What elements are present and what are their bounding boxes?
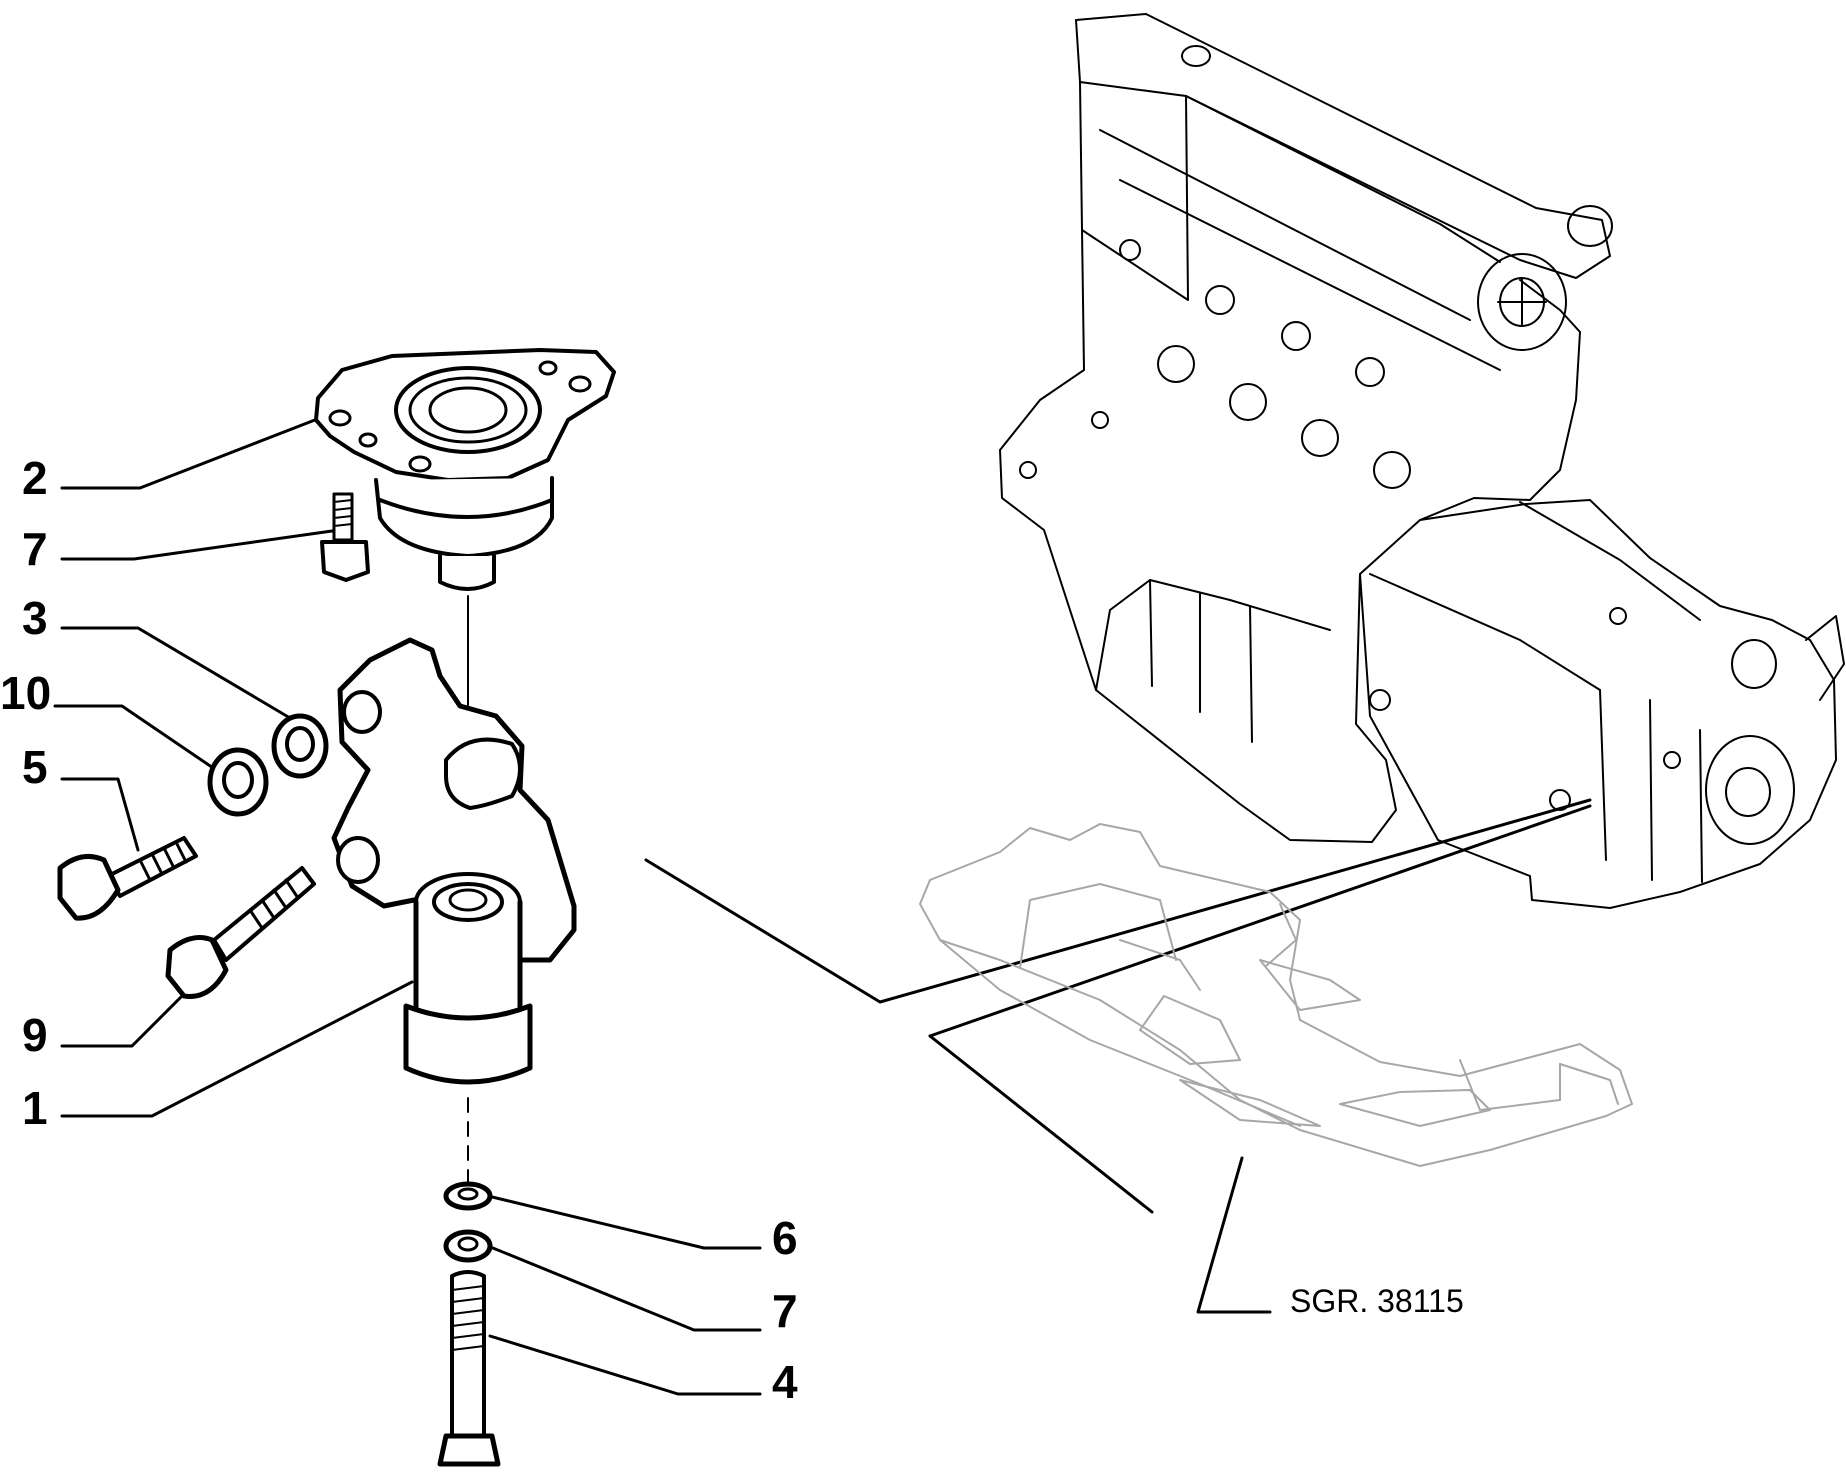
engine-block-illustration bbox=[999, 13, 1845, 909]
callout-5: 5 bbox=[22, 741, 140, 852]
connector-line-upper bbox=[644, 798, 1592, 1004]
callout-8: 7 bbox=[22, 523, 334, 575]
connector-line-lower bbox=[928, 1034, 1154, 1214]
leader-line-9 bbox=[60, 978, 200, 1048]
part-10-nut bbox=[207, 747, 269, 817]
reference-callout: SGR. 38115 bbox=[1196, 1156, 1464, 1319]
part-6-washer bbox=[443, 1181, 493, 1211]
callout-label-5: 5 bbox=[22, 741, 48, 793]
callout-label-9: 9 bbox=[22, 1009, 48, 1061]
callout-6: 6 bbox=[486, 1194, 798, 1264]
callout-10: 10 bbox=[0, 667, 224, 776]
callout-1: 1 bbox=[22, 980, 414, 1134]
callout-label-2: 2 bbox=[22, 452, 48, 504]
leader-line-1 bbox=[60, 980, 414, 1118]
leader-line-8 bbox=[60, 529, 334, 561]
callout-label-4: 4 bbox=[772, 1356, 798, 1408]
leader-line-6 bbox=[486, 1194, 762, 1250]
callout-9: 9 bbox=[22, 978, 200, 1061]
callout-2: 2 bbox=[22, 416, 322, 504]
callout-label-7: 7 bbox=[772, 1285, 798, 1337]
part-1-bracket bbox=[331, 637, 577, 963]
part-9-bolt bbox=[165, 866, 316, 999]
part-3-washer bbox=[271, 713, 329, 779]
leader-line-4 bbox=[488, 1334, 762, 1396]
callout-7: 7 bbox=[486, 1244, 798, 1337]
callout-label-6: 6 bbox=[772, 1212, 798, 1264]
leader-line-10 bbox=[53, 704, 224, 776]
part-7-washer bbox=[443, 1229, 493, 1263]
leader-line-5 bbox=[60, 777, 140, 852]
leader-line-2 bbox=[60, 416, 322, 490]
connector-line-lower-b bbox=[928, 804, 1592, 1038]
callout-label-3: 3 bbox=[22, 592, 48, 644]
reference-label: SGR. 38115 bbox=[1290, 1283, 1464, 1319]
callout-label-10: 10 bbox=[0, 667, 51, 719]
callout-4: 4 bbox=[488, 1334, 798, 1408]
part-4-long-bolt bbox=[437, 1270, 501, 1467]
leader-line-7 bbox=[486, 1244, 762, 1332]
part-1-bushing bbox=[403, 872, 533, 1085]
callout-label-1: 1 bbox=[22, 1082, 48, 1134]
callout-label-8: 7 bbox=[22, 523, 48, 575]
reference-leader-line bbox=[1196, 1156, 1272, 1314]
callout-3: 3 bbox=[22, 592, 292, 720]
leader-line-3 bbox=[60, 626, 292, 720]
part-2-upper-mount bbox=[314, 348, 616, 591]
part-5-bolt bbox=[57, 836, 198, 921]
part-8-bolt bbox=[320, 492, 370, 582]
subframe-illustration bbox=[919, 823, 1633, 1167]
